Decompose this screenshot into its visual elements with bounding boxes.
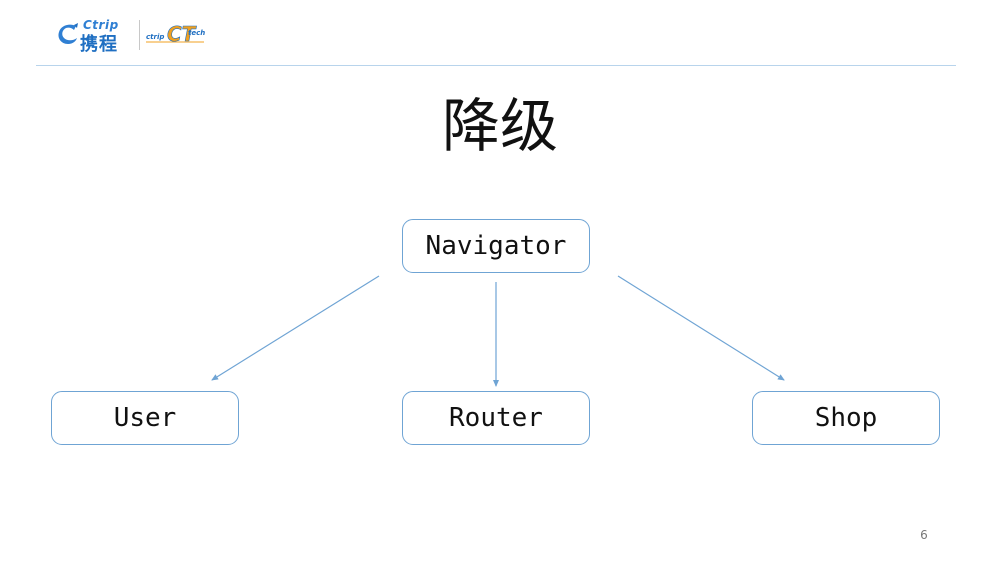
node-router: Router bbox=[402, 391, 590, 445]
ctrip-tech-logo: ctrip CT tech bbox=[146, 22, 205, 46]
header-divider bbox=[36, 65, 956, 66]
node-navigator: Navigator bbox=[402, 219, 590, 273]
ctrip-tech-text-2: tech bbox=[188, 29, 205, 37]
page-number: 6 bbox=[920, 528, 928, 542]
dolphin-icon bbox=[58, 23, 78, 44]
ctrip-logo: Ctrip 携程 bbox=[56, 18, 132, 55]
slide-title: 降级 bbox=[441, 92, 558, 160]
ctrip-wordmark: Ctrip bbox=[83, 18, 119, 32]
logo-divider bbox=[139, 20, 140, 50]
node-user: User bbox=[51, 391, 239, 445]
ctrip-tech-text-1: ctrip bbox=[146, 33, 164, 41]
node-shop: Shop bbox=[752, 391, 940, 445]
slide-header: Ctrip 携程 ctrip CT tech bbox=[0, 0, 1000, 66]
ctrip-chinese-name: 携程 bbox=[80, 34, 118, 55]
edge-navigator-to-user bbox=[211, 275, 380, 381]
edge-navigator-to-shop bbox=[617, 275, 785, 381]
